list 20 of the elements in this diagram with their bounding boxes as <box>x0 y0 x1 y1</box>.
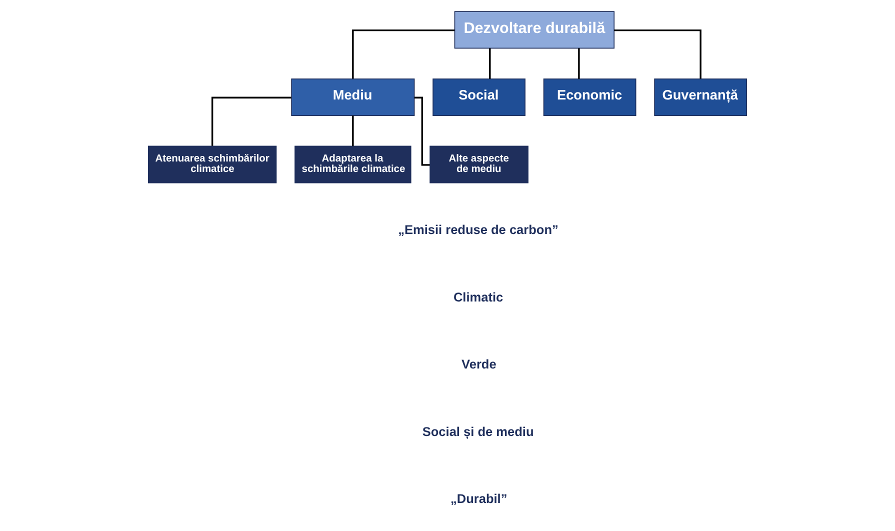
connector <box>211 96 292 146</box>
node-box: Social <box>432 78 526 116</box>
node-box: Adaptarea la schimbările climatice <box>294 146 412 184</box>
label: Verde <box>462 356 496 372</box>
connector <box>614 29 702 79</box>
node-box: Mediu <box>291 78 415 116</box>
label: „Emisii reduse de carbon” <box>398 222 558 237</box>
node-box: Atenuarea schimbărilor climatice <box>148 146 277 184</box>
label: „Durabil” <box>450 491 508 506</box>
node-box: Guvernanță <box>654 78 748 116</box>
connector <box>352 29 455 79</box>
node-box: Dezvoltare durabilă <box>454 11 615 49</box>
node-box: Economic <box>543 78 636 116</box>
connector <box>578 48 580 79</box>
label: Social și de mediu <box>422 424 534 439</box>
connector <box>352 116 354 146</box>
node-box: Alte aspecte de mediu <box>430 146 528 184</box>
connector <box>489 48 491 79</box>
connector <box>414 96 430 166</box>
label: Climatic <box>453 289 504 304</box>
